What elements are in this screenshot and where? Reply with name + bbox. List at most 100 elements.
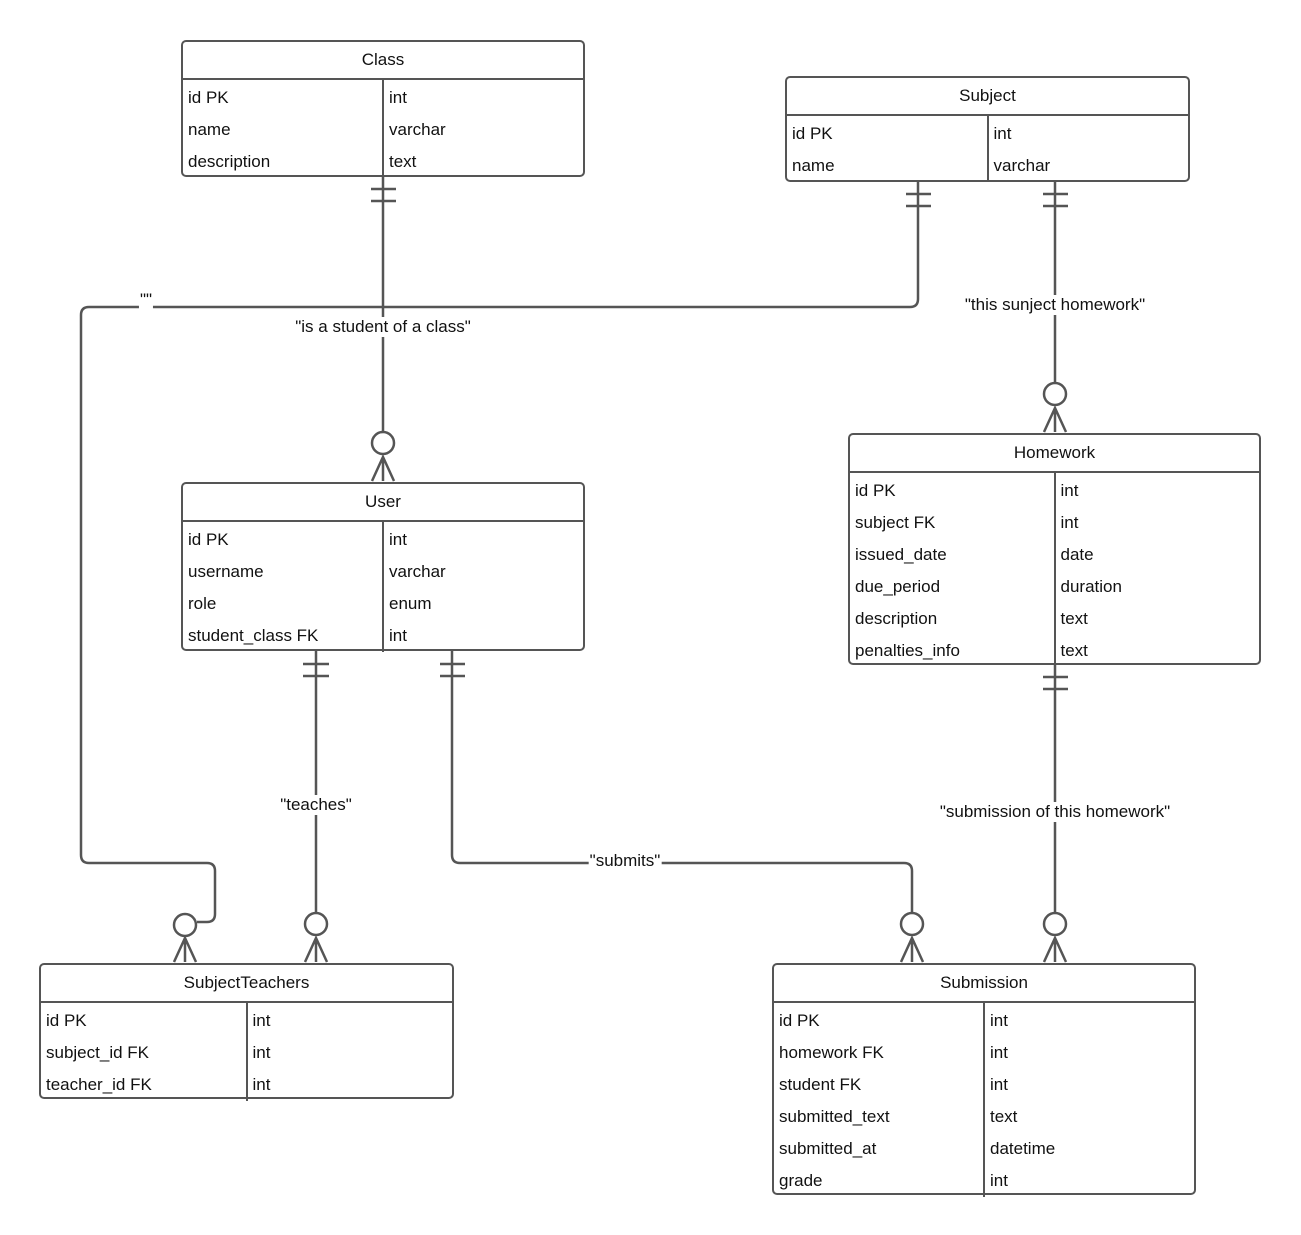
field-name: id PK <box>188 88 229 107</box>
entity-row: issued_date date <box>850 539 1259 571</box>
field-type: text <box>1060 609 1088 628</box>
column-divider <box>382 522 384 652</box>
field-type: text <box>990 1107 1018 1126</box>
field-name: subject FK <box>855 513 936 532</box>
field-name: submitted_text <box>779 1107 890 1126</box>
many-mark <box>899 934 925 963</box>
line-subject-subjectteachers <box>79 182 920 924</box>
field-type: int <box>389 626 407 645</box>
column-divider <box>382 80 384 178</box>
field-name: role <box>188 594 217 613</box>
field-type: date <box>1060 545 1094 564</box>
field-type: int <box>252 1075 271 1094</box>
field-name: username <box>188 562 264 581</box>
zero-mark <box>899 911 925 937</box>
field-type: datetime <box>990 1139 1056 1158</box>
field-type: text <box>389 152 417 171</box>
field-type: int <box>990 1171 1008 1190</box>
entity-row: homework FK int <box>774 1037 1194 1069</box>
entity-title: SubjectTeachers <box>41 965 452 1003</box>
field-name: submitted_at <box>779 1139 877 1158</box>
entity-row: student_class FK int <box>183 620 583 652</box>
field-name: grade <box>779 1171 823 1190</box>
label-user-submits: "submits" <box>588 851 662 871</box>
entity-row: teacher_id FK int <box>41 1069 452 1101</box>
entity-rows: id PK int subject_id FK int teacher_id FK i… <box>41 1003 452 1101</box>
entity-title: Subject <box>787 78 1188 116</box>
label-class-user: "is a student of a class" <box>294 317 472 337</box>
entity-row: grade int <box>774 1165 1194 1197</box>
entity-subject[interactable]: Subject id PK int name varchar <box>785 76 1190 182</box>
zero-mark <box>1042 381 1068 407</box>
field-name: id PK <box>792 124 833 143</box>
entity-row: role enum <box>183 588 583 620</box>
entity-row: subject_id FK int <box>41 1037 452 1069</box>
field-type: duration <box>1060 577 1122 596</box>
field-type: int <box>252 1011 271 1030</box>
field-name: name <box>792 156 835 175</box>
label-user-teaches: "teaches" <box>279 795 353 815</box>
field-name: subject_id FK <box>46 1043 149 1062</box>
many-mark <box>370 453 396 482</box>
zero-mark <box>172 912 198 938</box>
column-divider <box>983 1003 985 1197</box>
field-name: student FK <box>779 1075 862 1094</box>
field-name: id PK <box>188 530 229 549</box>
field-name: description <box>855 609 938 628</box>
field-type: enum <box>389 594 432 613</box>
entity-rows: id PK int username varchar role enum studen… <box>183 522 583 652</box>
zero-mark <box>370 430 396 456</box>
entity-row: description text <box>183 146 583 178</box>
field-name: penalties_info <box>855 641 960 660</box>
entity-row: submitted_at datetime <box>774 1133 1194 1165</box>
field-name: teacher_id FK <box>46 1075 152 1094</box>
field-type: int <box>389 530 407 549</box>
field-type: int <box>990 1043 1008 1062</box>
field-type: int <box>252 1043 271 1062</box>
field-name: student_class FK <box>188 626 319 645</box>
entity-row: id PK int <box>41 1005 452 1037</box>
column-divider <box>986 116 989 182</box>
many-mark <box>1042 934 1068 963</box>
entity-row: id PK int <box>183 524 583 556</box>
field-type: int <box>990 1011 1008 1030</box>
label-subject-subjectteachers: "" <box>138 290 154 310</box>
entity-title: Submission <box>774 965 1194 1003</box>
field-type: int <box>993 124 1012 143</box>
entity-row: name varchar <box>787 150 1188 182</box>
entity-row: id PK int <box>183 82 583 114</box>
field-name: description <box>188 152 271 171</box>
many-mark <box>172 934 198 963</box>
column-divider <box>245 1003 248 1101</box>
entity-row: submitted_text text <box>774 1101 1194 1133</box>
zero-mark <box>303 911 329 937</box>
column-divider <box>1053 473 1056 667</box>
field-type: varchar <box>993 156 1051 175</box>
field-name: id PK <box>46 1011 87 1030</box>
entity-title: Homework <box>850 435 1259 473</box>
field-name: name <box>188 120 231 139</box>
entity-row: username varchar <box>183 556 583 588</box>
field-type: int <box>990 1075 1008 1094</box>
zero-mark <box>1042 911 1068 937</box>
field-type: varchar <box>389 562 446 581</box>
field-name: homework FK <box>779 1043 884 1062</box>
field-type: int <box>389 88 407 107</box>
entity-subjectteachers[interactable]: SubjectTeachers id PK int subject_id FK in… <box>39 963 454 1101</box>
field-name: issued_date <box>855 545 947 564</box>
entity-rows: id PK int name varchar <box>787 116 1188 182</box>
